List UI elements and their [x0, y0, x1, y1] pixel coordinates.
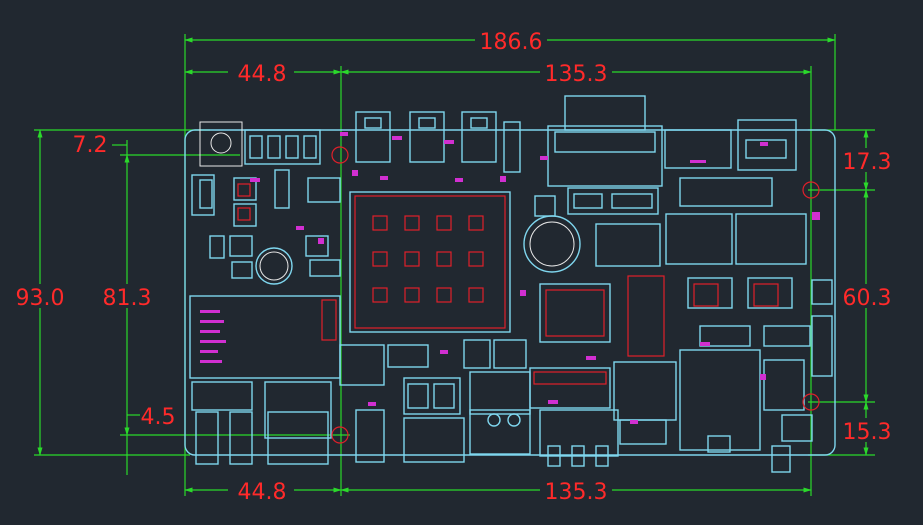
- overall-width-label: 186.6: [480, 30, 543, 55]
- cpu-block: [339, 191, 527, 386]
- left-top-offset-label: 7.2: [73, 133, 108, 158]
- right-top-offset-label: 17.3: [843, 150, 892, 175]
- bottom-connectors: [355, 371, 731, 467]
- board-outline: [184, 129, 836, 456]
- bottom-right-span-label: 135.3: [545, 480, 608, 505]
- left-hole-span-label: 81.3: [103, 286, 152, 311]
- top-right-span-label: 135.3: [545, 62, 608, 87]
- dimension-labels: 186.6 44.8 135.3 44.8 135.3 7.2 93.0 81.…: [8, 29, 896, 505]
- top-left-offset-label: 44.8: [238, 62, 287, 87]
- mounting-holes: [331, 146, 820, 444]
- left-components: [189, 169, 341, 465]
- silkscreen-marks: [200, 132, 820, 424]
- left-bottom-offset-label: 4.5: [141, 405, 176, 430]
- top-connectors: [199, 95, 797, 207]
- left-overall-height-label: 93.0: [16, 286, 65, 311]
- right-components: [523, 187, 833, 473]
- bottom-left-offset-label: 44.8: [238, 480, 287, 505]
- right-hole-span-label: 60.3: [843, 286, 892, 311]
- right-bottom-offset-label: 15.3: [843, 420, 892, 445]
